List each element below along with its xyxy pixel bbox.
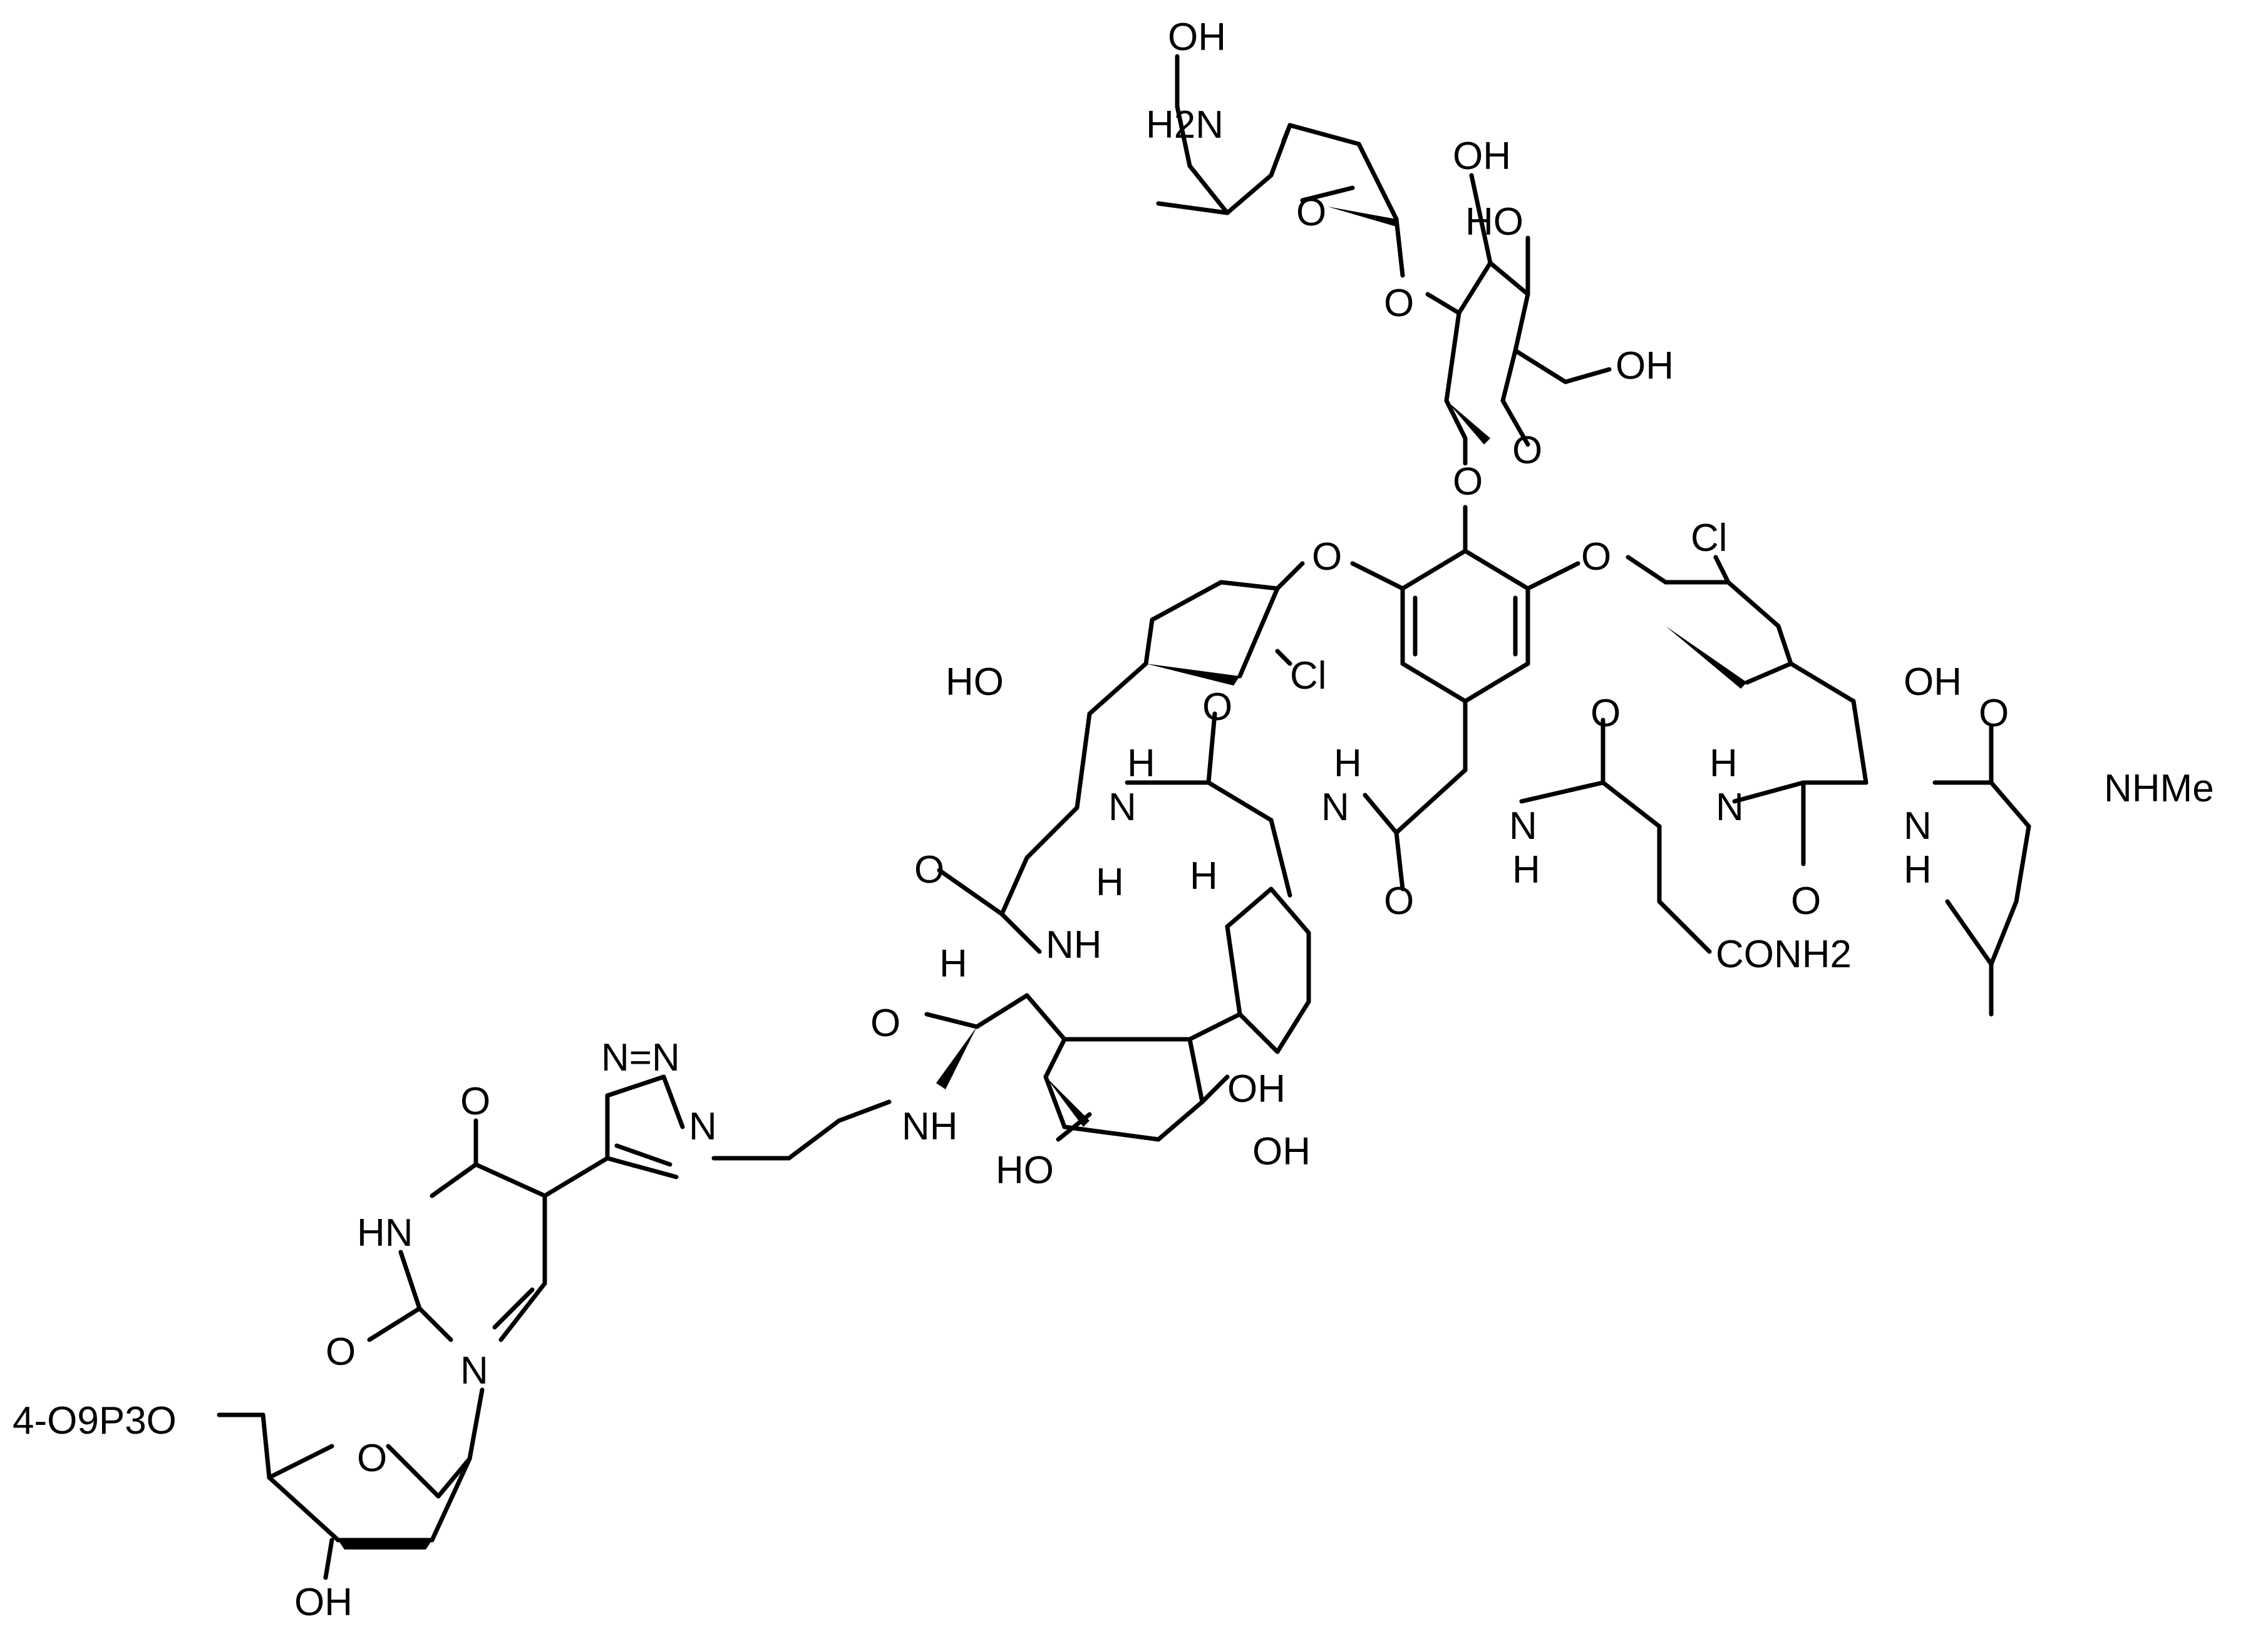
label-uracil-o-left: O [326, 1330, 356, 1374]
central-aryl-ring [1350, 505, 1580, 773]
label-o-carbonyl-3: O [1979, 692, 2009, 735]
label-nh-c-h: H [1512, 848, 1540, 892]
label-o-carbonyl-6: O [1791, 880, 1821, 923]
label-o-ring1: O [1296, 191, 1326, 234]
label-o-carbonyl-1: O [1202, 686, 1232, 729]
left-chloroaryl-ring [1075, 561, 1305, 810]
label-nhme: NHMe [2104, 767, 2214, 810]
deoxyribose [217, 1412, 472, 1580]
label-conh2: CONH2 [1716, 933, 1852, 976]
label-h-stereo-1: H [1096, 861, 1124, 904]
label-nh-e-h: H [1904, 848, 1932, 892]
peptide-backbone [937, 711, 2031, 1017]
label-oh-phenol-1: OH [1227, 1067, 1286, 1111]
label-sugar-oh: OH [294, 1581, 353, 1624]
label-o-ring2: O [1512, 429, 1542, 472]
label-nh-d-h: H [1709, 742, 1738, 785]
label-uracil-hn: HN [357, 1211, 413, 1255]
label-nh-linker: NH [902, 1105, 958, 1148]
label-uracil-n: N [460, 1349, 488, 1392]
label-nh-f: NH [1046, 923, 1102, 967]
label-nh-c-n: N [1509, 804, 1537, 848]
label-cl-left: Cl [1290, 654, 1327, 697]
label-oh-right: OH [1904, 660, 1962, 704]
label-o-carbonyl-4: O [914, 848, 944, 892]
label-nh-a-h: H [1127, 742, 1155, 785]
label-nh-b-h: H [1334, 742, 1362, 785]
label-nh-e-n: N [1904, 804, 1932, 848]
label-oh-sugar-b: HO [1465, 200, 1523, 244]
label-o-glyco2: O [1453, 460, 1483, 503]
label-cl-right: Cl [1691, 516, 1728, 560]
label-nh-b-n: N [1321, 786, 1349, 829]
label-h2n: H2N [1146, 103, 1224, 146]
label-oh-sugar-c: OH [1616, 344, 1674, 388]
label-triphosphate: 4-O9P3O [13, 1399, 177, 1442]
lower-biaryl-rings [924, 886, 1311, 1142]
label-triazole-n: N=N [601, 1036, 680, 1079]
label-triazole-n1: N [689, 1105, 717, 1148]
label-o-carbonyl-2: O [1590, 692, 1621, 735]
label-uracil-o-top: O [460, 1080, 490, 1123]
label-ho-phenol: HO [996, 1149, 1054, 1192]
label-o-glyco1: O [1384, 282, 1414, 325]
label-h-stereo-3: H [939, 942, 967, 985]
label-o-ether-left: O [1312, 535, 1342, 578]
label-sugar-o: O [357, 1437, 387, 1480]
glucose-sugar [1425, 173, 1612, 466]
label-nh-a-n: N [1108, 786, 1137, 829]
triazole-linker [542, 1074, 892, 1198]
amino-sugar [1156, 54, 1405, 278]
label-oh-phenol-2: OH [1252, 1130, 1311, 1173]
label-oh-top: OH [1168, 16, 1226, 59]
label-o-carbonyl-7: O [870, 1002, 900, 1045]
label-ho-left: HO [946, 660, 1004, 704]
label-nh-d-n: N [1716, 786, 1744, 829]
atom-labels: OH H2N O O OH HO OH O O O O Cl Cl HO OH … [13, 16, 2214, 1624]
label-o-carbonyl-5: O [1384, 880, 1414, 923]
label-h-stereo-2: H [1190, 855, 1218, 898]
right-chloroaryl-ring [1626, 555, 1869, 785]
label-o-ether-right: O [1581, 535, 1611, 578]
label-oh-sugar-a: OH [1453, 135, 1511, 178]
uracil-ring [367, 1118, 547, 1461]
